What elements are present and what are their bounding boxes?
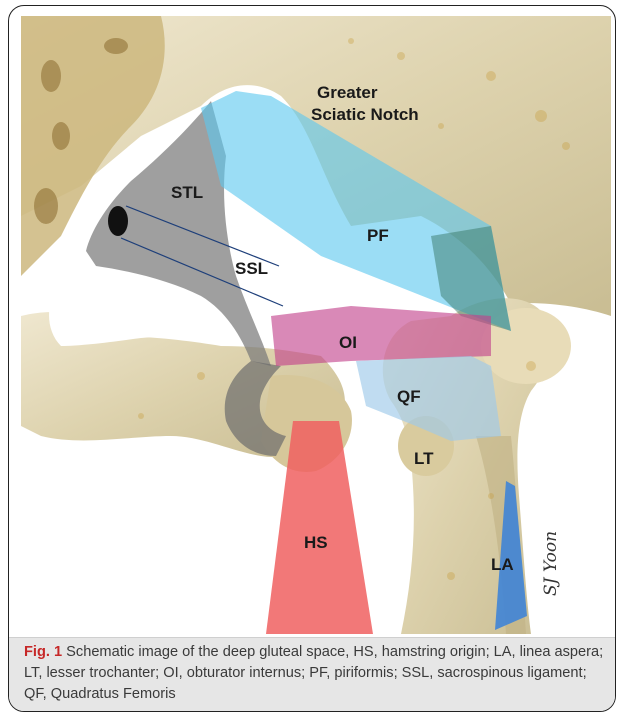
ssl-label: SSL — [235, 259, 268, 278]
lt-label: LT — [414, 449, 434, 468]
figure-frame: Greater Sciatic Notch STL SSL PF OI QF L… — [8, 5, 616, 712]
figure-caption: Fig. 1 Schematic image of the deep glute… — [24, 642, 604, 705]
deep-gluteal-space-illustration: Greater Sciatic Notch STL SSL PF OI QF L… — [21, 16, 611, 634]
stl-label: STL — [171, 183, 203, 202]
artist-signature: SJ Yoon — [541, 531, 561, 596]
oi-label: OI — [339, 333, 357, 352]
greater-sciatic-notch-label-line1: Greater — [317, 83, 378, 102]
greater-sciatic-notch-label-line2: Sciatic Notch — [311, 105, 419, 124]
caption-area: Fig. 1 Schematic image of the deep glute… — [9, 637, 616, 712]
caption-text: Schematic image of the deep gluteal spac… — [24, 644, 603, 702]
la-label: LA — [491, 555, 514, 574]
qf-label: QF — [397, 387, 421, 406]
hs-label: HS — [304, 533, 328, 552]
ischial-spine-hole — [108, 206, 128, 236]
pf-label: PF — [367, 226, 389, 245]
figure-label: Fig. 1 — [24, 644, 62, 660]
